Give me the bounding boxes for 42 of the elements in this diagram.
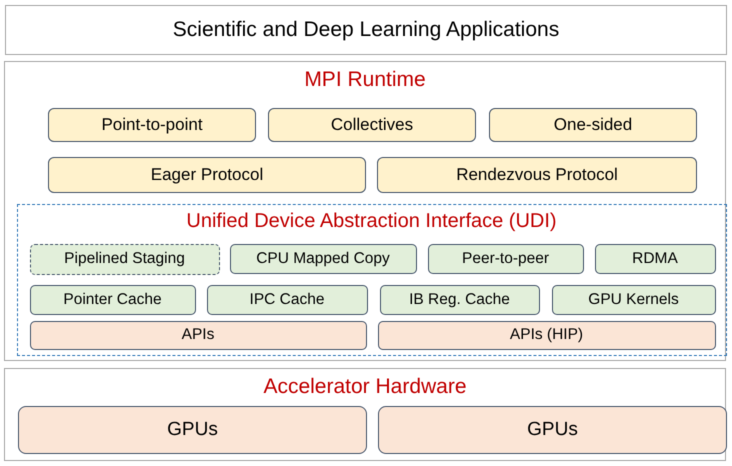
box-label: One-sided — [554, 115, 632, 135]
box-label: GPUs — [527, 419, 578, 441]
protocol-box — [377, 157, 697, 193]
box-label: Scientific and Deep Learning Applications — [172, 18, 560, 42]
section-heading: MPI Runtime — [304, 68, 426, 92]
component-box — [30, 244, 220, 274]
box-label: APIs — [182, 326, 214, 344]
component-box — [206, 284, 368, 314]
box-label: CPU Mapped Copy — [256, 250, 390, 268]
gpu-box — [18, 406, 367, 454]
box-label: Eager Protocol — [150, 165, 264, 185]
box-label: Rendezvous Protocol — [456, 165, 618, 185]
box-label: GPU Kernels — [588, 290, 679, 308]
interface-group — [16, 204, 726, 356]
component-box — [268, 108, 476, 142]
protocol-box — [48, 157, 366, 193]
box-label: Peer-to-peer — [462, 250, 549, 268]
api-box — [30, 320, 366, 350]
box-label: Pipelined Staging — [64, 250, 185, 268]
api-box — [378, 320, 716, 350]
box-label: IPC Cache — [250, 290, 324, 308]
box-label: IB Reg. Cache — [409, 290, 510, 308]
box-label: Collectives — [330, 115, 414, 135]
component-box — [594, 244, 716, 274]
box-label: APIs (HIP) — [510, 326, 584, 344]
component-box — [489, 108, 697, 142]
component-box — [552, 284, 716, 314]
box-label: Pointer Cache — [63, 290, 162, 308]
box-label: Point-to-point — [101, 115, 203, 135]
gpu-box — [378, 406, 727, 454]
component-box — [230, 244, 416, 274]
section-heading: Unified Device Abstraction Interface (UDI) — [186, 210, 557, 232]
box-label: RDMA — [632, 250, 678, 268]
component-box — [428, 244, 584, 274]
component-box — [30, 284, 196, 314]
application-layer-box — [5, 5, 727, 55]
section-heading: Accelerator Hardware — [263, 375, 467, 399]
hardware-panel — [4, 368, 726, 461]
component-box — [48, 108, 256, 142]
runtime-panel — [4, 61, 726, 361]
box-label: GPUs — [167, 419, 218, 441]
component-box — [380, 284, 540, 314]
